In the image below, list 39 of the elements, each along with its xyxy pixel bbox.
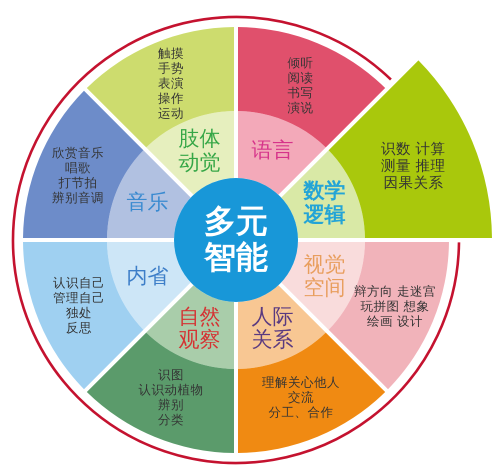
activity-text: 操作: [158, 90, 184, 106]
activity-text: 表演: [158, 75, 184, 90]
activity-text: 演说: [287, 100, 314, 115]
activity-text: 倾听: [287, 54, 314, 70]
activity-text: 欣赏音乐: [52, 144, 104, 160]
activity-text: 交流: [287, 390, 316, 405]
intelligence-name: 音乐: [125, 192, 170, 215]
intelligence-name: 数学逻辑: [302, 180, 347, 227]
activity-text: 管理自己: [52, 290, 105, 306]
activity-text: 手势: [158, 60, 184, 76]
activity-text: 理解关心他人: [262, 374, 340, 390]
activity-text: 触摸: [158, 45, 184, 60]
activity-text: 识图: [156, 367, 185, 382]
intelligence-name: 自然观察: [177, 305, 222, 352]
activity-text: 绘画 设计: [366, 313, 424, 328]
activity-text: 测量 推理: [381, 158, 446, 176]
activity-text: 识数 计算: [381, 141, 446, 158]
intelligence-name: 视觉空间: [302, 253, 347, 300]
intelligence-name: 肢体动觉: [177, 128, 222, 175]
activity-text: 辨别音调: [52, 190, 104, 205]
activity-text: 认识自己: [52, 275, 105, 290]
activity-text: 认识动植物: [138, 382, 204, 398]
activity-text: 唱歌: [64, 160, 92, 175]
activity-text: 书写: [287, 84, 314, 100]
activity-text: 辩方向 走迷宫: [354, 283, 436, 298]
activity-text: 玩拼图 想象: [359, 298, 430, 314]
intelligence-name: 人际关系: [250, 305, 295, 352]
activity-text: 阅读: [287, 70, 314, 85]
activity-text: 辨别: [156, 397, 185, 412]
activity-text: 分类: [156, 412, 185, 428]
activity-text: 反思: [64, 320, 93, 336]
center-title: 多元智能: [202, 204, 269, 276]
activity-text: 运动: [158, 105, 184, 120]
activity-text: 因果关系: [382, 175, 444, 192]
intelligence-name: 语言: [250, 140, 295, 164]
activity-text: 分工、合作: [268, 404, 335, 420]
intelligence-name: 内省: [125, 264, 170, 288]
activity-text: 打节拍: [58, 174, 99, 190]
activity-text: 独处: [64, 305, 93, 320]
